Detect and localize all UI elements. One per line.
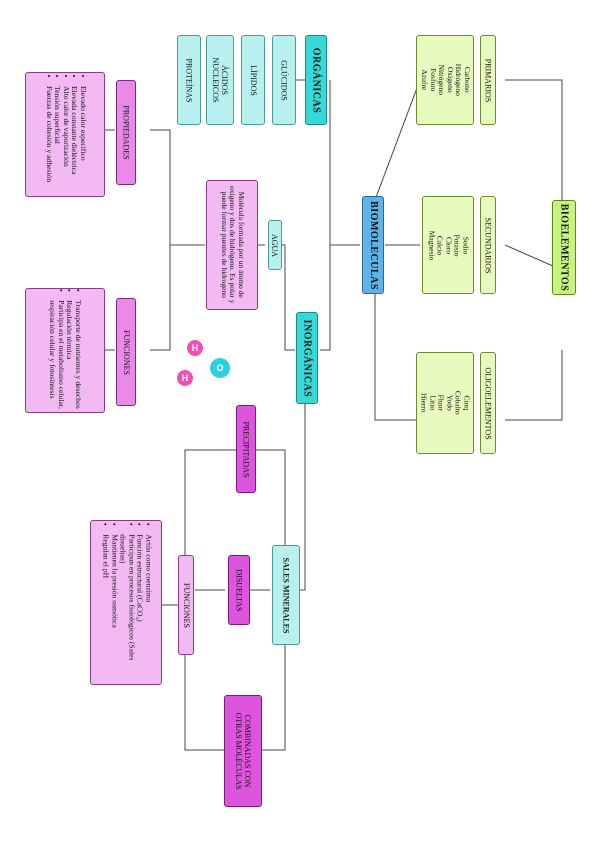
oligoelemento-item: Cinq bbox=[462, 395, 472, 411]
precipitadas-node: PRECIPITADAS bbox=[236, 405, 256, 493]
secundario-item: Magnesio bbox=[427, 230, 437, 260]
propiedades-node: PROPIEDADES bbox=[116, 80, 136, 185]
primario-item: Oxígeno bbox=[445, 67, 455, 93]
propiedades-label: PROPIEDADES bbox=[121, 105, 131, 160]
disueltas-node: DISUELTAS bbox=[228, 555, 250, 625]
acidos-nucleicos-label: ÁCIDOS NUCLEICOS bbox=[211, 57, 229, 103]
oxygen-atom: O bbox=[210, 358, 230, 378]
sales-minerales-label: SALES MINERALES bbox=[281, 557, 291, 633]
secundario-item: Cloro bbox=[444, 236, 454, 254]
oligoelemento-item: Hierro bbox=[419, 393, 429, 413]
funciones-sales-list: Actúa como coenzimaFunción estructural (… bbox=[100, 525, 153, 680]
sales-minerales-node: SALES MINERALES bbox=[272, 545, 300, 645]
funcion-agua-item: Participa en el metabolismo celular, res… bbox=[48, 301, 66, 410]
combinadas-label: COMBINADAS CON OTRAS MOLÉCULAS bbox=[234, 712, 252, 790]
secundarios-node: SECUNDARIOS bbox=[480, 196, 496, 294]
biomoleculas-node: BIOMOLECULAS bbox=[362, 196, 384, 294]
inorganicas-label: INORGÁNICAS bbox=[301, 319, 313, 397]
secundario-item: Potasio bbox=[452, 233, 462, 257]
propiedad-item: Alto calor de vaporización bbox=[61, 86, 70, 192]
oligoelementos-node: OLIGOELEMENTOS bbox=[480, 352, 496, 454]
proteinas-node: PROTEÍNAS bbox=[177, 35, 201, 125]
primario-item: Nitrógeno bbox=[436, 64, 446, 96]
primarios-label: PRIMARIOS bbox=[483, 58, 493, 102]
oligoelemento-item: Fluor bbox=[437, 394, 446, 412]
organicas-label: ORGÁNICAS bbox=[310, 47, 322, 113]
agua-description: Molécula formada por un átomo de oxígeno… bbox=[206, 180, 258, 310]
funcion-sales-item: Actúa como coenzima bbox=[143, 534, 153, 680]
funcion-agua-item: Regulación térmica bbox=[65, 301, 75, 410]
glucidos-node: GLÚCIDOS bbox=[272, 35, 296, 125]
bioelementos-label: BIOELEMENTOS bbox=[558, 203, 570, 292]
funciones-list-box: Transporte de nutrientes y desechosRegul… bbox=[25, 288, 105, 413]
funcion-sales-item: Participan en procesos fisiológicos (Sal… bbox=[117, 534, 136, 680]
funcion-agua-item: Transporte de nutrientes y desechos bbox=[74, 301, 83, 410]
funciones-list: Transporte de nutrientes y desechosRegul… bbox=[48, 292, 83, 410]
secundarios-label: SECUNDARIOS bbox=[483, 216, 493, 274]
secundario-item: Sodio bbox=[461, 236, 471, 254]
organicas-node: ORGÁNICAS bbox=[305, 35, 327, 125]
primario-item: Fosforo bbox=[428, 68, 438, 92]
primario-item: Carbono bbox=[462, 67, 472, 93]
combinadas-node: COMBINADAS CON OTRAS MOLÉCULAS bbox=[224, 695, 262, 807]
secundario-item: Calcio bbox=[435, 235, 445, 255]
primarios-node: PRIMARIOS bbox=[480, 35, 496, 125]
lipidos-node: LÍPIDOS bbox=[241, 35, 265, 125]
propiedades-list-box: Elevado calor específicoElevada constant… bbox=[25, 72, 105, 197]
funcion-sales-item: Regulan el pH bbox=[100, 534, 110, 680]
oligoelemento-item: Cobalto bbox=[454, 391, 464, 415]
agua-desc-text: Molécula formada por un átomo de oxígeno… bbox=[219, 186, 246, 304]
funciones-sales-list-box: Actúa como coenzimaFunción estructural (… bbox=[90, 520, 162, 685]
funciones-node: FUNCIONES bbox=[116, 298, 136, 406]
biomoleculas-label: BIOMOLECULAS bbox=[367, 200, 379, 290]
oligoelementos-label: OLIGOELEMENTOS bbox=[483, 366, 493, 440]
hydrogen-symbol-2: H bbox=[181, 373, 189, 383]
oligoelemento-item: Yodo bbox=[445, 395, 455, 411]
agua-node: AGUA bbox=[268, 220, 282, 270]
funciones-label: FUNCIONES bbox=[121, 329, 131, 375]
bioelementos-node: BIOELEMENTOS bbox=[552, 200, 576, 295]
funciones-sales-node: FUNCIONES bbox=[178, 555, 194, 655]
primario-item: Azufre bbox=[419, 69, 429, 91]
disueltas-label: DISUELTAS bbox=[234, 568, 244, 612]
funciones-sales-label: FUNCIONES bbox=[181, 582, 191, 628]
propiedad-item: Fuerzas de cohesión y adhesión bbox=[44, 86, 53, 192]
lipidos-label: LÍPIDOS bbox=[248, 64, 258, 96]
propiedad-item: Elevado calor específico bbox=[78, 86, 87, 192]
inorganicas-node: INORGÁNICAS bbox=[296, 312, 318, 404]
proteinas-label: PROTEÍNAS bbox=[184, 57, 194, 103]
hydrogen-symbol-1: H bbox=[191, 343, 199, 353]
primario-item: Hidrógeno bbox=[454, 63, 464, 97]
acidos-nucleicos-node: ÁCIDOS NUCLEICOS bbox=[206, 35, 234, 125]
agua-label: AGUA bbox=[270, 233, 280, 257]
propiedades-list: Elevado calor específicoElevada constant… bbox=[44, 77, 87, 192]
precipitadas-label: PRECIPITADAS bbox=[241, 421, 251, 477]
hydrogen-atom-2: H bbox=[177, 370, 193, 386]
hydrogen-atom-1: H bbox=[187, 340, 203, 356]
oligoelemento-item: Litio bbox=[428, 395, 438, 411]
oxygen-symbol: O bbox=[216, 363, 224, 373]
glucidos-label: GLÚCIDOS bbox=[279, 59, 289, 101]
